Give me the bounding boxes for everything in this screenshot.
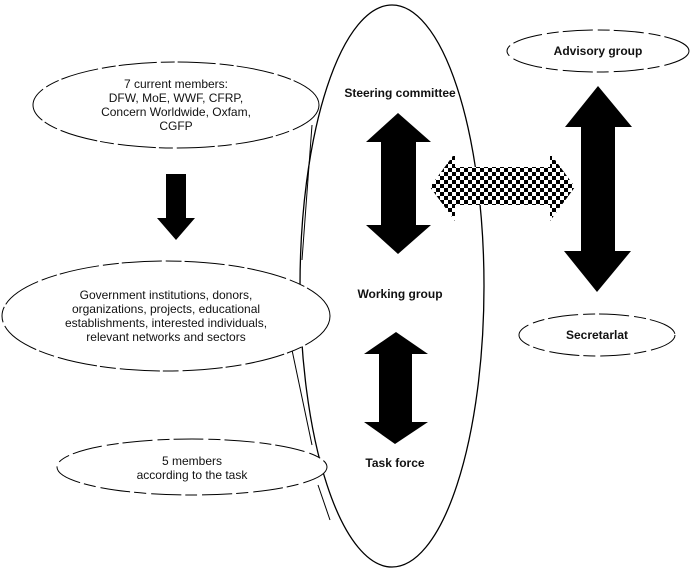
- connector-line-members: [301, 124, 313, 261]
- working-group-label: Working group: [357, 287, 443, 301]
- stakeholders-node-label: Government institutions, donors, organiz…: [64, 288, 268, 344]
- members-node-label: 7 current members: DFW, MoE, WWF, CFRP, …: [101, 77, 251, 133]
- central-support-double-arrow-icon: [430, 153, 575, 221]
- members-ellipse: [32, 61, 320, 149]
- advisory-group-label: Advisory group: [553, 44, 643, 58]
- stakeholders-ellipse: [1, 260, 331, 372]
- working-taskforce-double-arrow-icon: [364, 332, 428, 444]
- taskforce-members-ellipse: [56, 438, 328, 496]
- taskforce-members-node-label: 5 members according to the task: [136, 454, 248, 482]
- connector-line-stakeholders: [291, 349, 313, 446]
- task-force-label: Task force: [365, 456, 425, 470]
- secretariat-ellipse: [518, 313, 676, 357]
- down-arrow-icon: [157, 174, 195, 240]
- secretariat-label: Secretarlat: [565, 328, 629, 342]
- advisory-secretariat-double-arrow-icon: [564, 86, 632, 292]
- connector-line-taskforce: [317, 484, 331, 521]
- steering-working-double-arrow-icon: [366, 113, 431, 254]
- advisory-ellipse: [506, 29, 690, 73]
- steering-committee-label: Steering committee: [344, 86, 456, 100]
